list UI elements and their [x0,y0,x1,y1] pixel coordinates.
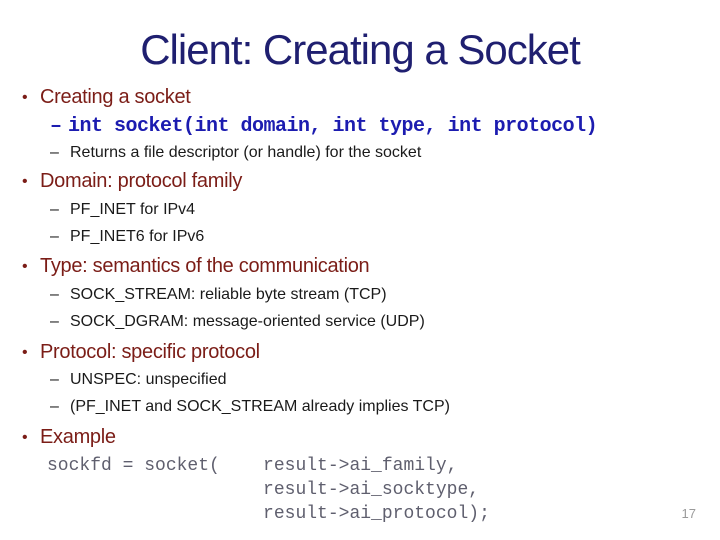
subitem-pf-inet6: –PF_INET6 for IPv6 [0,227,720,247]
subitem-label: UNSPEC: unspecified [70,371,227,388]
subitem-label: (PF_INET and SOCK_STREAM already implies… [70,398,450,415]
bullet-heading-example: • Example [0,424,720,451]
code-line: result->ai_protocol); [47,504,490,524]
subitem-label: SOCK_STREAM: reliable byte stream (TCP) [70,286,387,303]
level2-dash-icon: – [50,115,62,138]
bullet-heading-domain: • Domain: protocol family [0,168,720,195]
heading-label: Creating a socket [40,86,191,108]
level2-dash-icon: – [50,144,59,161]
bullet-heading-type: • Type: semantics of the communication [0,253,720,280]
subitem-pf-inet: –PF_INET for IPv4 [0,200,720,220]
level2-dash-icon: – [50,313,59,330]
bullet-heading-protocol: • Protocol: specific protocol [0,339,720,366]
subitem-pf-inet-implies-tcp: –(PF_INET and SOCK_STREAM already implie… [0,397,720,417]
level2-dash-icon: – [50,201,59,218]
subitem-unspec: –UNSPEC: unspecified [0,370,720,390]
heading-label: Protocol: specific protocol [40,341,260,363]
subitem-returns-file-descriptor: –Returns a file descriptor (or handle) f… [0,143,720,163]
subitem-sock-stream: –SOCK_STREAM: reliable byte stream (TCP) [0,285,720,305]
subitem-label: SOCK_DGRAM: message-oriented service (UD… [70,313,425,330]
bullet-heading-creating-a-socket: • Creating a socket [0,84,720,111]
level2-dash-icon: – [50,371,59,388]
level1-bullet-icon: • [22,173,28,190]
level1-bullet-icon: • [22,258,28,275]
subitem-sock-dgram: –SOCK_DGRAM: message-oriented service (U… [0,312,720,332]
subitem-label: int socket(int domain, int type, int pro… [68,115,598,138]
level2-dash-icon: – [50,228,59,245]
code-line: sockfd = socket( result->ai_family, [47,456,458,476]
slide-content: •Creating a socket –int socket(int domai… [0,84,720,526]
heading-label: Domain: protocol family [40,170,243,192]
example-code-block: sockfd = socket( result->ai_family, resu… [0,454,720,526]
subitem-label: PF_INET for IPv4 [70,201,196,218]
level1-bullet-icon: • [22,89,28,106]
subitem-label: PF_INET6 for IPv6 [70,228,205,245]
level1-bullet-icon: • [22,429,28,446]
subitem-int-socket-signature: –int socket(int domain, int type, int pr… [0,115,720,139]
subitem-label: Returns a file descriptor (or handle) fo… [70,144,422,161]
heading-label: Type: semantics of the communication [40,255,370,277]
code-line: result->ai_socktype, [47,480,480,500]
page-number: 17 [681,506,696,521]
level2-dash-icon: – [50,286,59,303]
level2-dash-icon: – [50,398,59,415]
level1-bullet-icon: • [22,344,28,361]
slide-title: Client: Creating a Socket [140,26,581,73]
heading-label: Example [40,426,116,448]
